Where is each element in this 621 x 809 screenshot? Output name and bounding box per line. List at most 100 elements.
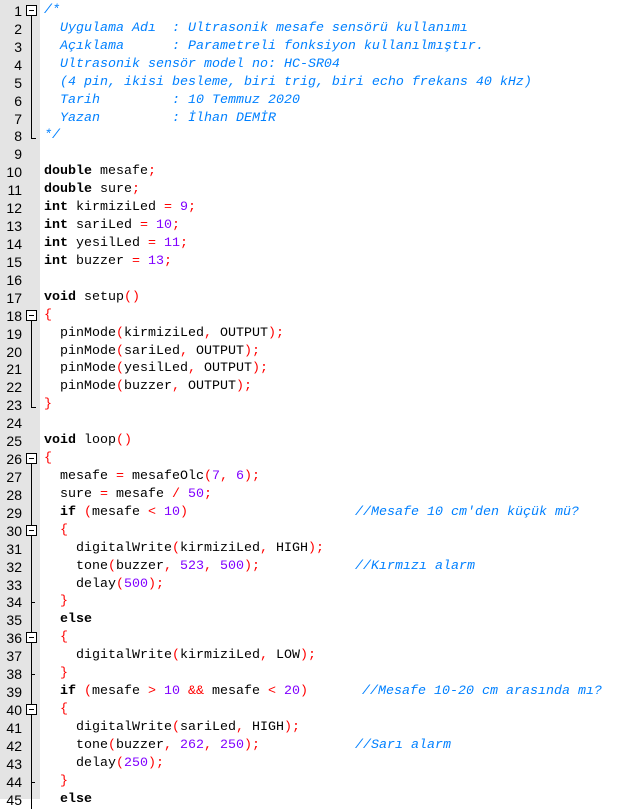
line-number: 23 bbox=[6, 397, 22, 414]
code-text: delay(500); bbox=[44, 576, 164, 594]
operator-token: ( bbox=[171, 719, 180, 735]
code-line[interactable]: 24 bbox=[0, 414, 621, 432]
fold-empty bbox=[26, 414, 38, 432]
number-token: 50 bbox=[188, 486, 204, 502]
code-text: int sariLed = 10; bbox=[44, 217, 180, 235]
code-line[interactable]: 39 if (mesafe > 10 && mesafe < 20)//Mesa… bbox=[0, 683, 621, 702]
fold-collapse-icon[interactable] bbox=[26, 307, 38, 325]
code-line[interactable]: 1/* bbox=[0, 2, 621, 20]
number-token: 250 bbox=[123, 755, 148, 771]
line-number: 38 bbox=[6, 666, 22, 683]
line-number: 41 bbox=[6, 719, 22, 736]
identifier-token: digitalWrite bbox=[44, 540, 172, 556]
code-line[interactable]: 38 } bbox=[0, 665, 621, 684]
code-line[interactable]: 33 delay(500); bbox=[0, 575, 621, 594]
fold-collapse-icon[interactable] bbox=[26, 521, 38, 540]
code-line[interactable]: 5 (4 pin, ikisi besleme, biri trig, biri… bbox=[0, 73, 621, 92]
code-line[interactable]: 8*/ bbox=[0, 127, 621, 145]
identifier-token bbox=[180, 684, 188, 699]
code-line[interactable]: 3 Açıklama : Parametreli fonksiyon kulla… bbox=[0, 37, 621, 56]
line-number: 5 bbox=[14, 74, 22, 91]
code-line[interactable]: 2 Uygulama Adı : Ultrasonik mesafe sensö… bbox=[0, 19, 621, 38]
code-line[interactable]: 37 digitalWrite(kirmiziLed, LOW); bbox=[0, 647, 621, 666]
identifier-token: yesilLed bbox=[123, 361, 188, 377]
number-token: 10 bbox=[164, 684, 180, 700]
trailing-comment: //Mesafe 10-20 cm arasında mı? bbox=[362, 684, 602, 700]
trailing-comment: //Kırmızı alarm bbox=[355, 558, 475, 574]
fold-collapse-icon[interactable] bbox=[26, 629, 38, 648]
keyword-token: int bbox=[44, 235, 68, 251]
code-line[interactable]: 42 tone(buzzer, 262, 250);//Sarı alarm bbox=[0, 736, 621, 755]
identifier-token: mesafe bbox=[92, 684, 148, 700]
code-line[interactable]: 21 pinMode(yesilLed, OUTPUT); bbox=[0, 360, 621, 379]
code-text: Açıklama : Parametreli fonksiyon kullanı… bbox=[44, 38, 484, 56]
fold-line-icon bbox=[26, 647, 38, 666]
code-text: else bbox=[44, 611, 92, 629]
operator-token: ); bbox=[243, 468, 260, 484]
line-number: 33 bbox=[6, 576, 22, 593]
code-line[interactable]: 16 bbox=[0, 271, 621, 289]
operator-token: > bbox=[148, 684, 156, 700]
code-line[interactable]: 18{ bbox=[0, 307, 621, 325]
code-line[interactable]: 20 pinMode(sariLed, OUTPUT); bbox=[0, 342, 621, 361]
code-line[interactable]: 27 mesafe = mesafeOlc(7, 6); bbox=[0, 467, 621, 486]
line-number: 3 bbox=[14, 38, 22, 55]
code-line[interactable]: 32 tone(buzzer, 523, 500);//Kırmızı alar… bbox=[0, 557, 621, 576]
operator-token: { bbox=[44, 307, 52, 323]
code-line[interactable]: 45 else bbox=[0, 790, 621, 809]
code-line[interactable]: 22 pinMode(buzzer, OUTPUT); bbox=[0, 378, 621, 397]
code-line[interactable]: 34 } bbox=[0, 593, 621, 612]
code-text: { bbox=[44, 522, 68, 540]
operator-token: ); bbox=[147, 755, 164, 771]
comment-token: /* bbox=[44, 3, 60, 18]
fold-line-icon bbox=[26, 718, 38, 737]
code-line[interactable]: 4 Ultrasonik sensör model no: HC-SR04 bbox=[0, 55, 621, 74]
code-line[interactable]: 6 Tarih : 10 Temmuz 2020 bbox=[0, 91, 621, 110]
operator-token: } bbox=[44, 773, 68, 789]
fold-line-icon bbox=[26, 503, 38, 522]
code-line[interactable]: 28 sure = mesafe / 50; bbox=[0, 485, 621, 504]
code-line[interactable]: 26{ bbox=[0, 450, 621, 469]
code-line[interactable]: 7 Yazan : İlhan DEMİR bbox=[0, 109, 621, 128]
identifier-token: kirmiziLed bbox=[179, 540, 260, 556]
operator-token: , bbox=[235, 719, 244, 735]
code-line[interactable]: 41 digitalWrite(sariLed, HIGH); bbox=[0, 718, 621, 737]
code-line[interactable]: 19 pinMode(kirmiziLed, OUTPUT); bbox=[0, 324, 621, 343]
code-line[interactable]: 29 if (mesafe < 10)//Mesafe 10 cm'den kü… bbox=[0, 503, 621, 522]
number-token: 10 bbox=[164, 504, 180, 520]
fold-collapse-icon[interactable] bbox=[26, 450, 38, 469]
identifier-token: pinMode bbox=[44, 343, 116, 359]
code-line[interactable]: 30 { bbox=[0, 521, 621, 540]
code-text: int yesilLed = 11; bbox=[44, 235, 188, 253]
operator-token: ); bbox=[243, 343, 260, 359]
code-line[interactable]: 23} bbox=[0, 396, 621, 414]
fold-collapse-icon[interactable] bbox=[26, 700, 38, 719]
code-text: (4 pin, ikisi besleme, biri trig, biri e… bbox=[44, 74, 532, 92]
identifier-token bbox=[172, 559, 180, 574]
operator-token: , bbox=[179, 343, 188, 359]
code-line[interactable]: 9 bbox=[0, 145, 621, 163]
code-line[interactable]: 44 } bbox=[0, 772, 621, 791]
line-number: 32 bbox=[6, 558, 22, 575]
code-line[interactable]: 31 digitalWrite(kirmiziLed, HIGH); bbox=[0, 539, 621, 558]
line-number: 26 bbox=[6, 451, 22, 468]
operator-token: < bbox=[148, 504, 156, 520]
operator-token: ); bbox=[307, 540, 324, 556]
identifier-token bbox=[276, 684, 284, 699]
operator-token: { bbox=[44, 701, 68, 717]
code-line[interactable]: 43 delay(250); bbox=[0, 754, 621, 773]
operator-token: , bbox=[259, 540, 268, 556]
code-line[interactable]: 36 { bbox=[0, 629, 621, 648]
code-line[interactable]: 40 { bbox=[0, 700, 621, 719]
code-line[interactable]: 35 else bbox=[0, 611, 621, 630]
fold-collapse-icon[interactable] bbox=[26, 2, 38, 20]
